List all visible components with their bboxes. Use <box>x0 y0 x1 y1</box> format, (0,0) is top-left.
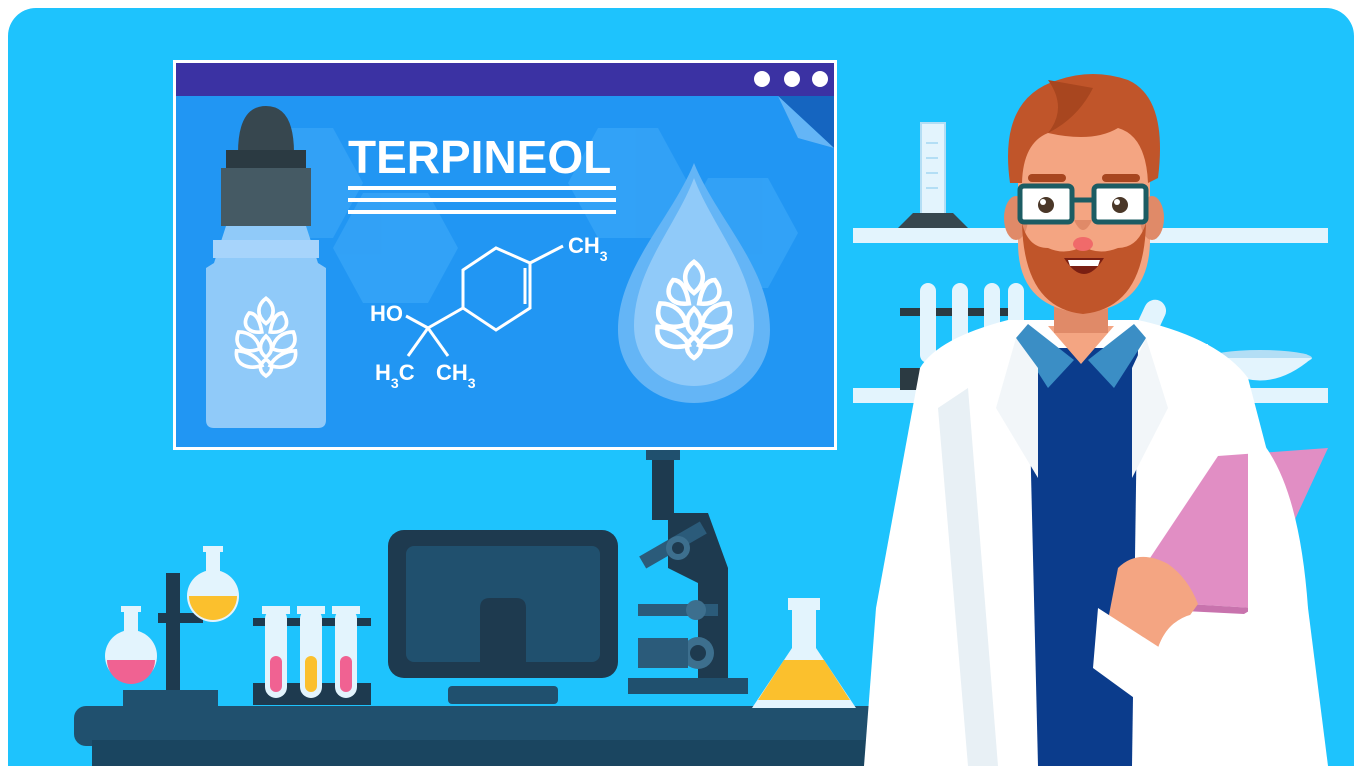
molecule-labels: CH3 HO H3C CH3 <box>370 233 608 391</box>
lab-scene: TERPINEOL CH3 HO H3C <box>8 8 1354 766</box>
board-header <box>176 63 834 96</box>
water-drop-icon <box>618 163 770 403</box>
lab-desk <box>74 706 894 766</box>
title-underline <box>348 186 616 214</box>
microscope-icon <box>628 450 748 694</box>
display-board: TERPINEOL CH3 HO H3C <box>173 60 837 450</box>
label-hydroxyl: HO <box>370 301 403 326</box>
window-dots-icon <box>754 71 828 87</box>
flask-icon <box>187 546 239 622</box>
label-h3c: H3C <box>375 360 415 391</box>
terpineol-structure <box>405 244 564 357</box>
flask-stand <box>123 573 218 706</box>
test-tube-icon <box>253 606 371 705</box>
flask-icon <box>752 598 856 708</box>
board-title: TERPINEOL <box>348 131 611 183</box>
illustration-frame: TERPINEOL CH3 HO H3C <box>8 8 1354 766</box>
label-ch3-top: CH3 <box>568 233 608 264</box>
scientist-icon <box>864 74 1328 766</box>
flask-icon <box>105 606 157 684</box>
label-ch3-right: CH3 <box>436 360 476 391</box>
dropper-bottle-icon <box>206 106 326 428</box>
monitor-icon <box>388 530 618 704</box>
